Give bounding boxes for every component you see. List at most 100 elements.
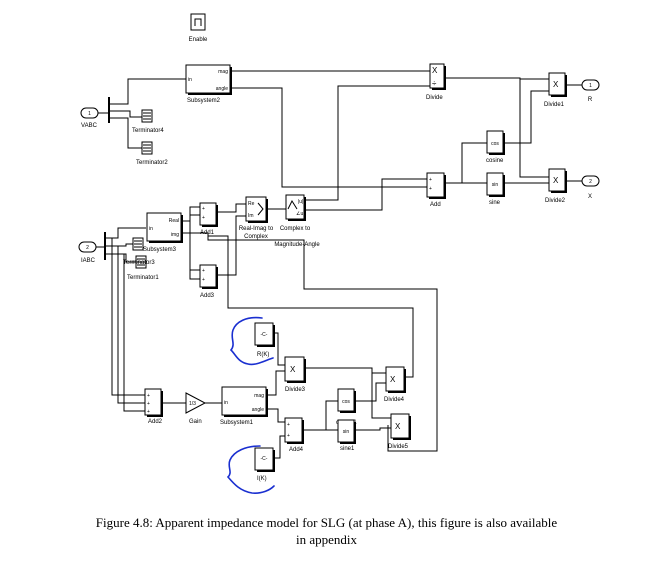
svg-text:X: X	[290, 365, 296, 374]
enable-port: Enable	[189, 13, 208, 43]
svg-text:Im: Im	[248, 213, 254, 219]
svg-text:+: +	[287, 422, 290, 428]
svg-text:in: in	[149, 226, 153, 232]
svg-text:angle: angle	[216, 86, 228, 92]
svg-text:mag: mag	[254, 393, 264, 399]
divide2-label: Divide2	[545, 198, 566, 204]
caption-line-2: in appendix	[295, 532, 357, 547]
caption-line-1: Figure 4.8: Apparent impedance model for…	[95, 515, 558, 530]
enable-label: Enable	[189, 37, 208, 43]
vabc-label: VABC	[81, 123, 98, 129]
add2-block: + + + Add2	[144, 388, 163, 425]
cosine-label: cosine	[486, 158, 504, 164]
divide1-block: X Divide1	[544, 72, 567, 108]
svg-text:X: X	[432, 66, 438, 75]
ik-constant: -C- I(K)	[254, 447, 275, 482]
svg-text:+: +	[147, 409, 150, 415]
svg-text:angle: angle	[252, 407, 264, 413]
svg-text:X: X	[553, 176, 559, 185]
divide5-block: X Divide5	[388, 413, 411, 450]
vabc-demux-bar	[108, 97, 110, 123]
svg-text:+: +	[147, 401, 150, 407]
svg-text:Terminator3: Terminator3	[123, 260, 155, 266]
complex-to-magnitude-angle-block: |u| ∠u Complex to Magnitude-Angle	[274, 194, 320, 248]
svg-text:in: in	[188, 77, 192, 83]
svg-text:+: +	[429, 186, 432, 192]
divide1-label: Divide1	[544, 102, 565, 108]
svg-text:Real: Real	[169, 218, 179, 224]
iabc-label: IABC	[81, 258, 96, 264]
svg-text:X: X	[390, 375, 396, 384]
svg-text:img: img	[171, 232, 179, 238]
divide-label: Divide	[426, 95, 443, 101]
svg-text:Real-Imag to: Real-Imag to	[239, 226, 274, 232]
vabc-inport: 1 VABC	[80, 107, 99, 129]
svg-text:-C-: -C-	[261, 456, 268, 462]
terminator4: Terminator4	[132, 109, 164, 134]
rk-constant: -C- R(K)	[254, 322, 275, 358]
ik-label: I(K)	[257, 476, 267, 482]
divide-block: X ÷ Divide	[426, 63, 446, 101]
subsystem3: in Real img Subsystem3	[143, 212, 183, 253]
rk-label: R(K)	[257, 352, 269, 358]
subsystem2: in mag angle Subsystem2	[185, 64, 232, 104]
sine1-block: sin sine1	[337, 419, 356, 452]
divide2-block: X Divide2	[545, 168, 567, 204]
subsystem2-label: Subsystem2	[187, 98, 221, 104]
svg-text:X: X	[395, 422, 401, 431]
add1-label: Add1	[200, 230, 215, 236]
subsystem1-label: Subsystem1	[220, 420, 254, 426]
svg-text:|u|: |u|	[298, 199, 303, 205]
gain-block: 1/3 Gain	[185, 392, 207, 425]
sine1-label: sine1	[340, 446, 355, 452]
gain-label: Gain	[189, 419, 202, 425]
svg-text:1/3: 1/3	[189, 401, 196, 407]
add1-block: + + Add1	[199, 202, 218, 236]
svg-text:cos: cos	[491, 141, 499, 147]
svg-text:mag: mag	[218, 69, 228, 75]
svg-text:2: 2	[589, 179, 592, 185]
terminator3: Terminator3 Terminator1	[123, 255, 159, 281]
svg-text:+: +	[287, 433, 290, 439]
terminator1-label: Terminator1	[127, 275, 159, 281]
iabc-demux-bar	[104, 232, 106, 260]
add4-label: Add4	[289, 447, 304, 453]
svg-text:2: 2	[86, 245, 89, 251]
svg-text:in: in	[224, 400, 228, 406]
svg-text:+: +	[147, 393, 150, 399]
x-outport: 2 X	[581, 175, 600, 200]
svg-text:X: X	[553, 80, 559, 89]
svg-text:Re: Re	[248, 201, 255, 207]
signal-lines	[96, 70, 582, 459]
svg-text:∠u: ∠u	[296, 211, 303, 217]
sine-block: sin sine	[486, 172, 505, 206]
subsystem3-label: Subsystem3	[143, 247, 177, 253]
svg-text:-C-: -C-	[261, 332, 268, 338]
svg-text:sin: sin	[343, 429, 350, 435]
hand-drawn-bracket-rk	[229, 316, 274, 366]
real-imag-to-complex-block: Re Im Real-Imag to Complex	[239, 196, 274, 240]
svg-text:Terminator4: Terminator4	[132, 128, 164, 134]
iabc-inport: 2 IABC	[78, 241, 97, 264]
svg-text:Terminator2: Terminator2	[136, 160, 168, 166]
simulink-diagram: Enable 1 VABC Terminator4 Terminator2 in…	[78, 13, 600, 494]
add4-block: + + Add4	[284, 417, 304, 453]
svg-text:X: X	[588, 194, 592, 200]
svg-text:+: +	[429, 177, 432, 183]
subsystem1: in mag angle Subsystem1	[220, 386, 268, 426]
add-label: Add	[430, 202, 441, 208]
svg-text:+: +	[202, 206, 205, 212]
add3-block: + + Add3	[199, 264, 218, 299]
svg-text:Complex to: Complex to	[280, 226, 311, 232]
svg-text:+: +	[202, 268, 205, 274]
figure-caption: Figure 4.8: Apparent impedance model for…	[20, 514, 633, 548]
svg-text:R: R	[588, 97, 593, 103]
divide3-label: Divide3	[285, 387, 306, 393]
svg-text:+: +	[202, 277, 205, 283]
cosine-block: cos cosine	[486, 130, 505, 164]
add3-label: Add3	[200, 293, 215, 299]
svg-text:cos: cos	[342, 399, 350, 405]
divide3-block: X Divide3	[284, 356, 306, 393]
divide4-label: Divide4	[384, 397, 405, 403]
svg-text:Magnitude-Angle: Magnitude-Angle	[274, 242, 320, 248]
